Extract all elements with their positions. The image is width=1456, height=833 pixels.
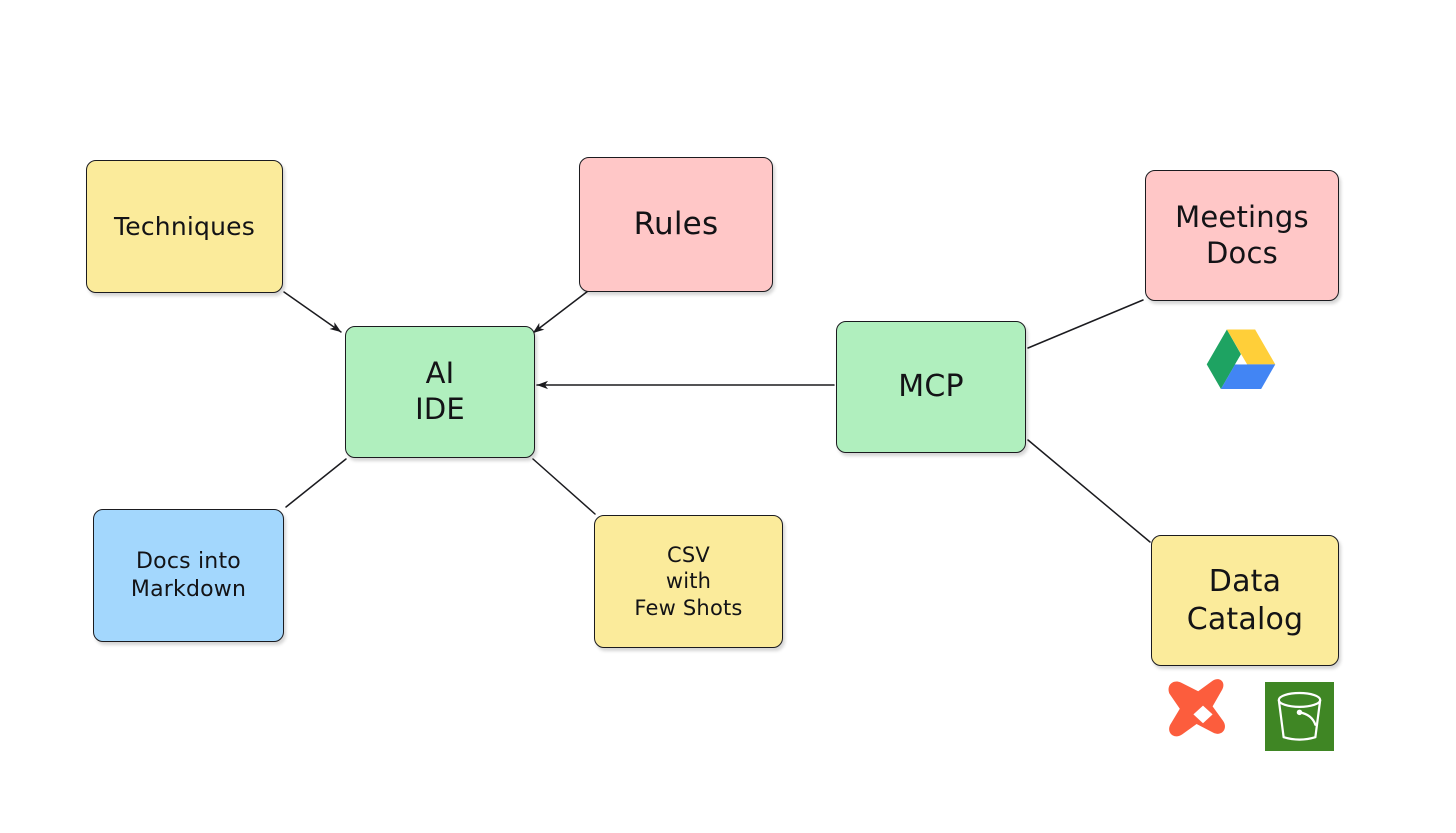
node-meetings-docs-line-1: Meetings	[1175, 199, 1309, 234]
edge-rules-to-ai-ide	[532, 290, 589, 334]
node-csv-line-1: CSV	[667, 543, 710, 568]
edge-csv-to-ai-ide	[532, 458, 596, 515]
node-ai-ide-line-2: IDE	[415, 392, 465, 426]
node-docs-into-markdown-line-2: Markdown	[130, 576, 247, 602]
node-data-catalog-line-2: Catalog	[1186, 601, 1304, 637]
node-meetings-docs-line-2: Docs	[1206, 235, 1278, 270]
edge-meetings-docs-to-mcp	[1027, 299, 1144, 349]
node-csv-line-2: with	[665, 569, 712, 594]
dremio-icon	[1163, 676, 1243, 756]
google-drive-icon	[1199, 322, 1283, 406]
node-csv-line-3: Few Shots	[634, 595, 743, 620]
node-data-catalog[interactable]: Data Catalog	[1151, 535, 1339, 666]
node-docs-into-markdown-line-1: Docs into	[136, 549, 241, 575]
node-ai-ide[interactable]: AI IDE	[345, 326, 535, 458]
node-ai-ide-line-1: AI	[425, 356, 455, 391]
aws-s3-bucket-icon	[1265, 682, 1334, 751]
node-rules-line-1: Rules	[633, 206, 719, 243]
edge-docs-into-markdown-to-ai-ide	[285, 458, 347, 508]
node-mcp[interactable]: MCP	[836, 321, 1026, 453]
node-docs-into-markdown[interactable]: Docs into Markdown	[93, 509, 284, 642]
node-techniques-line-1: Techniques	[114, 212, 255, 241]
node-rules[interactable]: Rules	[579, 157, 773, 292]
node-mcp-line-1: MCP	[898, 369, 964, 405]
node-csv-with-few-shots[interactable]: CSV with Few Shots	[594, 515, 783, 648]
edge-techniques-to-ai-ide	[283, 291, 342, 333]
node-meetings-docs[interactable]: Meetings Docs	[1145, 170, 1339, 301]
node-techniques[interactable]: Techniques	[86, 160, 283, 293]
edge-data-catalog-to-mcp	[1027, 439, 1151, 543]
node-data-catalog-line-1: Data	[1208, 564, 1282, 600]
